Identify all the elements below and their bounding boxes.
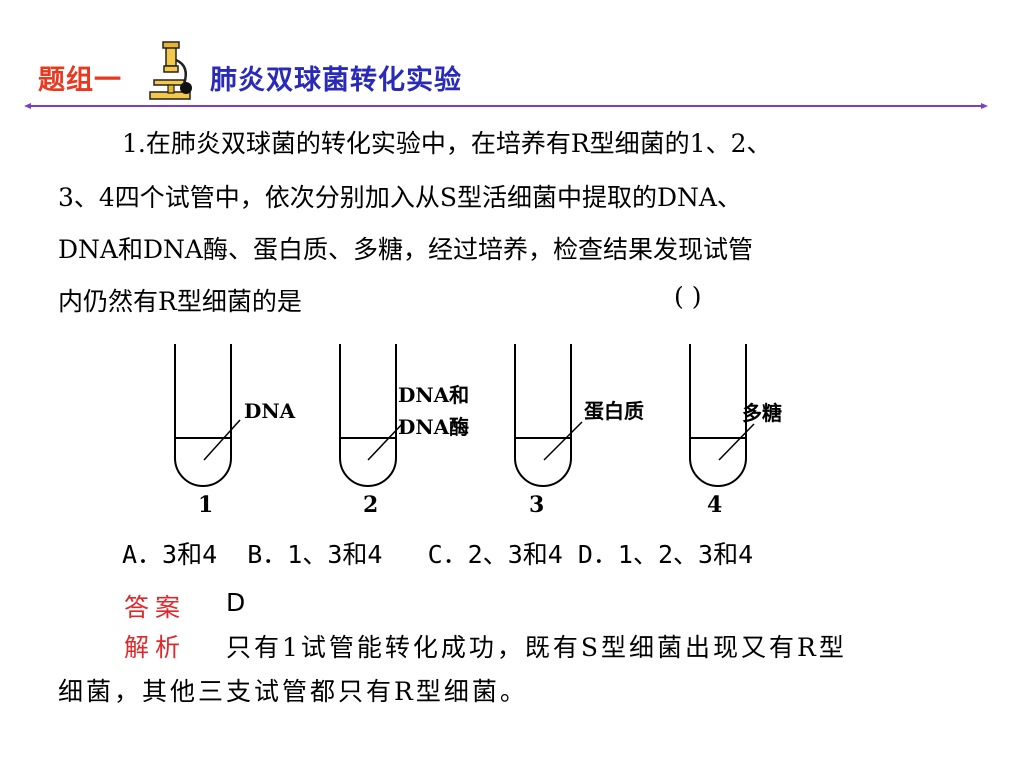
answer-label: 答案 (124, 593, 187, 622)
tube-label-1: DNA (244, 399, 296, 423)
explanation-label: 解析 (124, 633, 187, 662)
test-tube-4: 多糖 4 (689, 344, 782, 518)
tube-number-3: 3 (529, 492, 544, 518)
tube-number-2: 2 (363, 492, 378, 518)
group-label: 题组一 (38, 65, 122, 96)
explanation-line-2: 细菌，其他三支试管都只有R型细菌。 (58, 677, 528, 706)
tube-label-2b: DNA酶 (398, 415, 469, 439)
explanation-line-1: 只有1试管能转化成功，既有S型细菌出现又有R型 (226, 633, 847, 662)
answer-value: D (226, 588, 246, 617)
header-divider (24, 103, 988, 109)
tube-label-4: 多糖 (742, 401, 782, 425)
test-tube-2: DNA和 DNA酶 2 (339, 344, 469, 518)
tube-label-3: 蛋白质 (584, 399, 644, 423)
question-line-3: DNA和DNA酶、蛋白质、多糖，经过培养，检查结果发现试管 (58, 235, 753, 264)
question-line-1: 1.在肺炎双球菌的转化实验中，在培养有R型细菌的1、2、 (122, 129, 772, 158)
microscope-icon (149, 41, 192, 100)
test-tube-figure: DNA 1 DNA和 DNA酶 2 蛋白质 3 多糖 4 (174, 344, 782, 518)
answer-options: A．3和4 B．1、3和4 C．2、3和4 D．1、2、3和4 (122, 540, 754, 569)
question-line-2: 3、4四个试管中，依次分别加入从S型活细菌中提取的DNA、 (58, 183, 742, 212)
question-line-4: 内仍然有R型细菌的是 (58, 287, 302, 316)
test-tube-1: DNA 1 (174, 344, 296, 518)
test-tube-3: 蛋白质 3 (514, 344, 644, 518)
tube-number-1: 1 (198, 492, 213, 518)
tube-label-2a: DNA和 (398, 383, 469, 407)
topic-title: 肺炎双球菌转化实验 (210, 65, 462, 96)
tube-number-4: 4 (707, 492, 722, 518)
answer-bracket: ( ) (674, 282, 702, 311)
